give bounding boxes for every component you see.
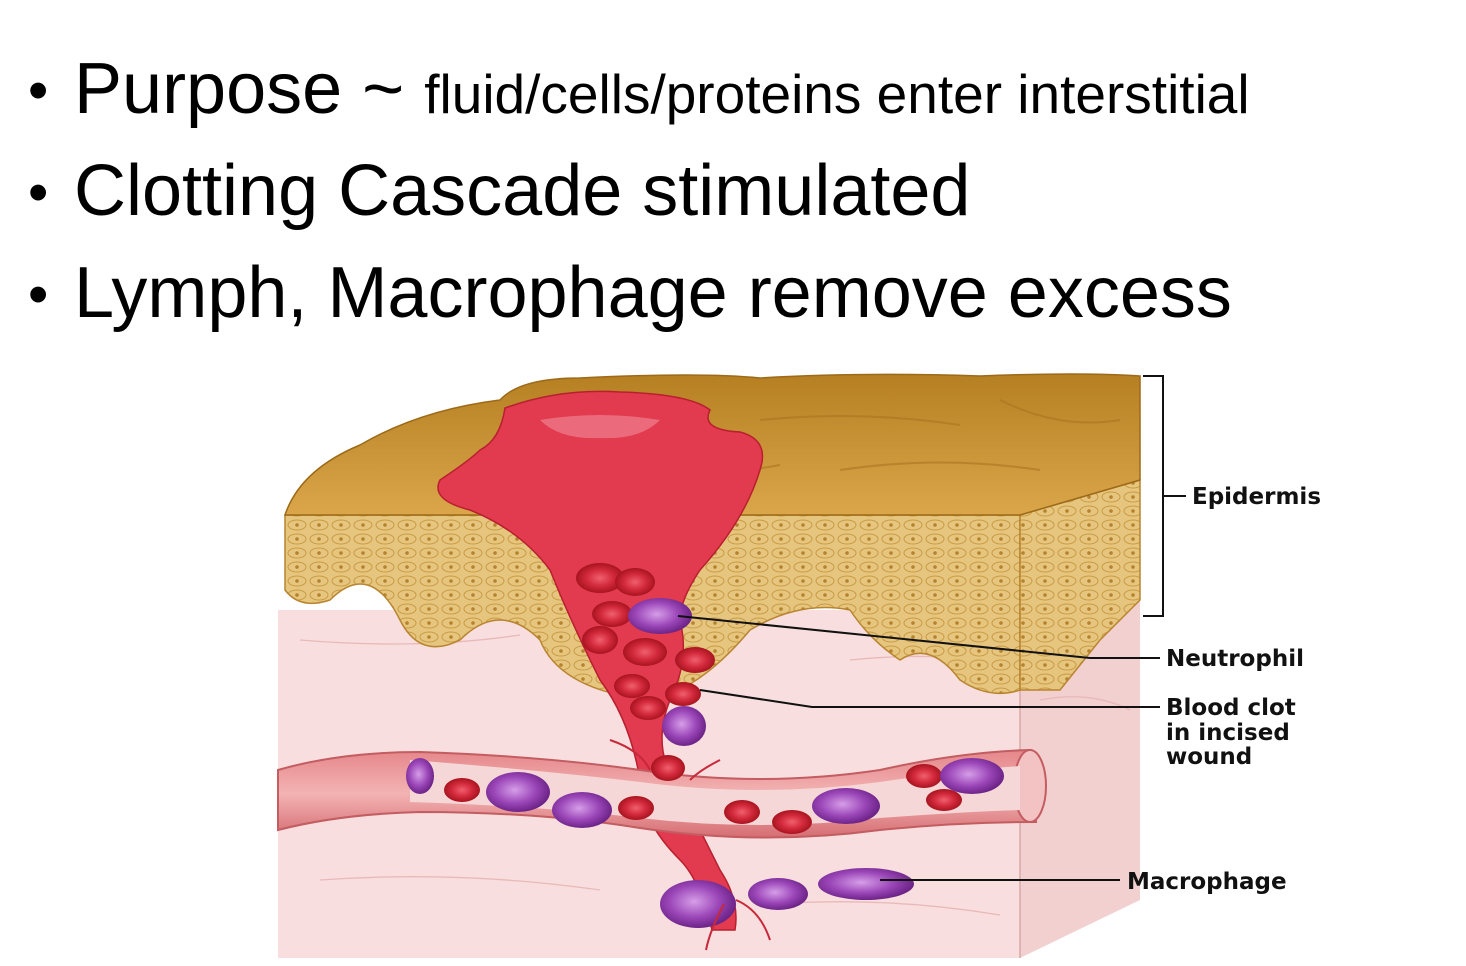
white-blood-cell: [662, 706, 706, 746]
bullet-main-text: Purpose ~: [74, 49, 425, 129]
white-blood-cell: [552, 792, 612, 828]
label-neutrophil: Neutrophil: [1166, 646, 1304, 672]
label-blood-clot-line1: Blood clot: [1166, 695, 1296, 721]
fibrin-strands: [609, 739, 771, 951]
white-blood-cell: [406, 758, 434, 794]
leader-lines: [677, 375, 1186, 881]
red-blood-cell: [665, 682, 701, 706]
red-blood-cell: [926, 789, 962, 811]
bullet-sub-text: fluid/cells/proteins enter interstitial: [424, 63, 1250, 125]
macrophage-cell: [748, 878, 808, 910]
bullet-dot: •: [28, 262, 49, 327]
red-blood-cell: [724, 800, 760, 824]
bullet-dot: •: [28, 160, 49, 225]
macrophage-cell: [660, 880, 736, 928]
red-blood-cell: [651, 755, 685, 781]
bullet-text: Clotting Cascade stimulated: [74, 151, 971, 231]
red-blood-cells: [444, 563, 962, 834]
red-blood-cell: [623, 638, 667, 666]
red-blood-cell: [615, 568, 655, 596]
bullet-text: Lymph, Macrophage remove excess: [74, 253, 1232, 333]
red-blood-cell: [906, 764, 942, 788]
neutrophil-cell: [628, 598, 692, 634]
label-blood-clot-line3: wound: [1166, 744, 1252, 770]
red-blood-cell: [582, 626, 618, 654]
red-blood-cell: [630, 696, 666, 720]
red-blood-cell: [772, 810, 812, 834]
red-blood-cell: [675, 647, 715, 673]
label-epidermis: Epidermis: [1192, 484, 1321, 510]
red-blood-cell: [618, 796, 654, 820]
red-blood-cell: [592, 601, 632, 627]
bullet-dot: •: [28, 58, 49, 123]
bullet-text: Purpose ~ fluid/cells/proteins enter int…: [74, 48, 1250, 131]
neutrophil-leader: [677, 615, 1160, 659]
label-macrophage: Macrophage: [1127, 869, 1287, 895]
label-blood-clot-line2: in incised: [1166, 720, 1290, 746]
epidermis-bracket: [1143, 375, 1164, 617]
red-blood-cell: [576, 563, 624, 593]
blood-clot-leader: [699, 689, 1160, 708]
white-blood-cell: [940, 758, 1004, 794]
macrophage-cell: [818, 868, 914, 900]
white-blood-cell: [486, 772, 550, 812]
red-blood-cell: [444, 778, 480, 802]
white-blood-cell: [812, 788, 880, 824]
red-blood-cell: [614, 674, 650, 698]
